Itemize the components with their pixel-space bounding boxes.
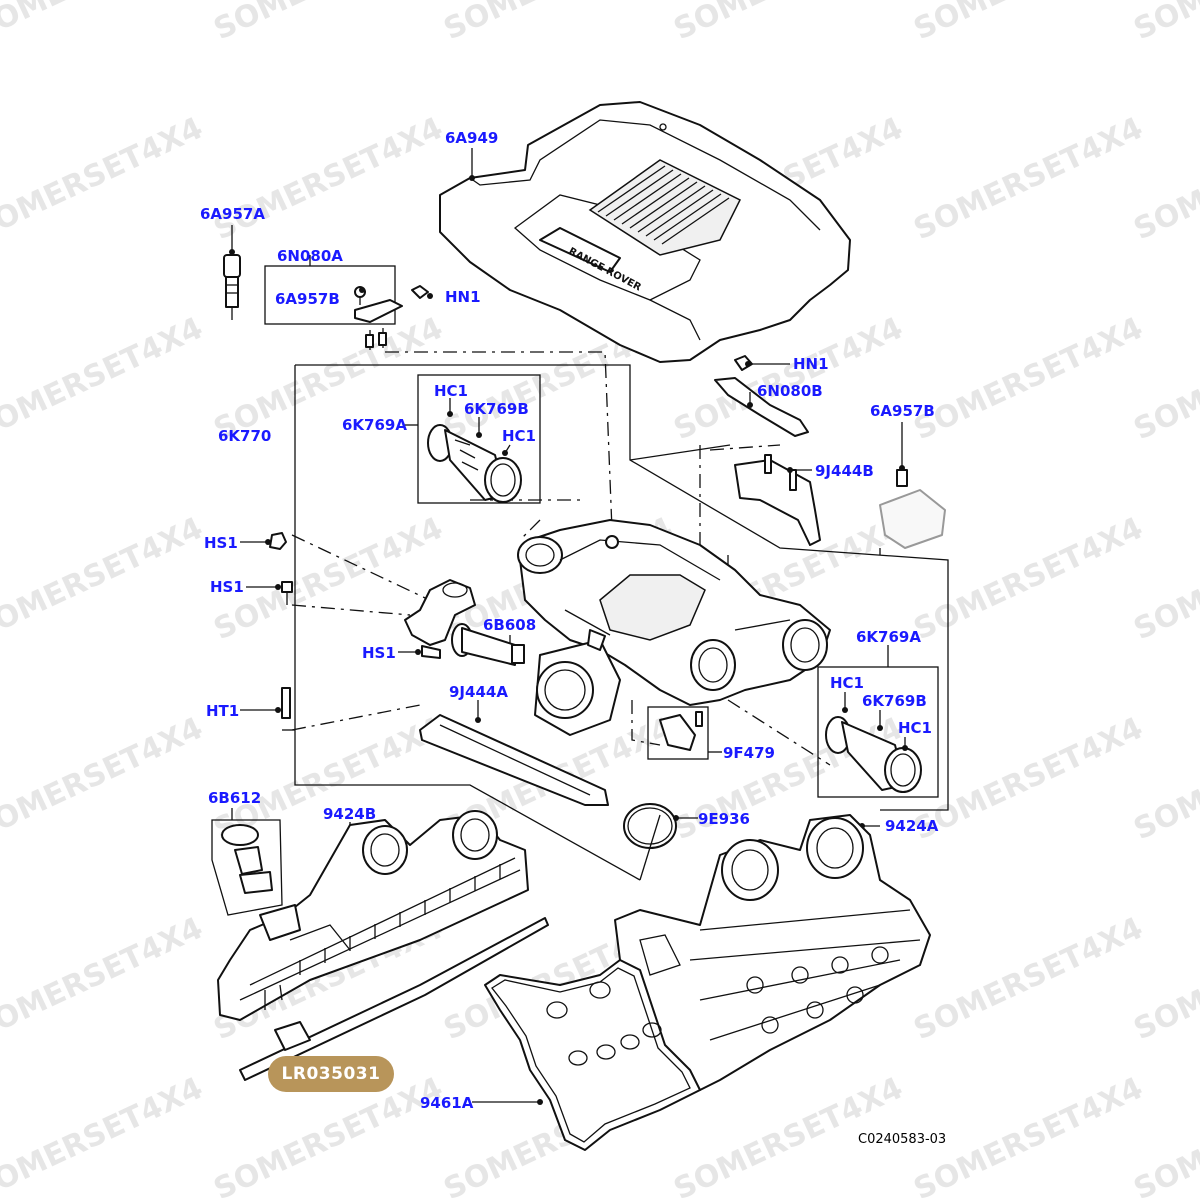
- label-hn1-top[interactable]: HN1: [445, 288, 481, 306]
- gasket-strip-left[interactable]: [239, 917, 549, 1081]
- diagram-reference: C0240583-03: [858, 1132, 946, 1147]
- cap-6b612[interactable]: [211, 808, 283, 916]
- intake-manifold-boundary: [282, 351, 949, 881]
- label-hs1-a[interactable]: HS1: [204, 534, 238, 552]
- label-6b608[interactable]: 6B608: [483, 616, 536, 634]
- hose-group-right[interactable]: [817, 645, 939, 798]
- watermark-text: SOMERSET4X4: [0, 911, 208, 1048]
- stud-6a957b-right[interactable]: [879, 422, 946, 549]
- watermark-text: SOMERSET4X4: [909, 911, 1149, 1048]
- clip-hn1-right[interactable]: [734, 355, 790, 371]
- label-9461a[interactable]: 9461A: [420, 1094, 474, 1112]
- label-6a949[interactable]: 6A949: [445, 129, 498, 147]
- label-hn1-right[interactable]: HN1: [793, 355, 829, 373]
- watermark-text: SOMERSET4X4: [909, 111, 1149, 248]
- label-hs1-c[interactable]: HS1: [362, 644, 396, 662]
- gasket-9461a[interactable]: [472, 959, 701, 1151]
- watermark-text: SOMERSET4X4: [209, 111, 449, 248]
- bolt-hs1-a[interactable]: [240, 532, 287, 550]
- leader-lines: [469, 148, 731, 881]
- label-9f479[interactable]: 9F479: [723, 744, 775, 762]
- label-6k770[interactable]: 6K770: [218, 427, 271, 445]
- bolt-hs1-b[interactable]: [246, 581, 293, 605]
- watermark-text: SOMERSET4X4: [909, 311, 1149, 448]
- label-6b612[interactable]: 6B612: [208, 789, 261, 807]
- label-6k769a-right[interactable]: 6K769A: [856, 628, 921, 646]
- engine-cover[interactable]: RANGE ROVER: [439, 101, 851, 363]
- label-9e936[interactable]: 9E936: [698, 810, 750, 828]
- label-ht1[interactable]: HT1: [206, 702, 239, 720]
- label-6n080b[interactable]: 6N080B: [757, 382, 823, 400]
- sensor-6b608[interactable]: [451, 623, 525, 666]
- watermark-text: SOMERSET4X4: [0, 511, 208, 648]
- label-hc1-b[interactable]: HC1: [502, 427, 536, 445]
- watermark-text: SOMERSET4X4: [0, 1071, 208, 1200]
- label-6k769b-left[interactable]: 6K769B: [464, 400, 529, 418]
- elbow-pipe[interactable]: [404, 579, 476, 646]
- gasket-9j444a[interactable]: [419, 700, 609, 806]
- label-6k769a-left[interactable]: 6K769A: [342, 416, 407, 434]
- watermark-text: SOMERSET4X4: [0, 0, 208, 47]
- watermark-text: SOMERSET4X4: [209, 0, 449, 47]
- label-hc1-d[interactable]: HC1: [898, 719, 932, 737]
- lower-manifold-9424b[interactable]: [217, 810, 529, 1021]
- seal-9e936[interactable]: [623, 803, 698, 849]
- watermark-text: SOMERSET4X4: [0, 111, 208, 248]
- watermark-text: SOMERSET4X4: [0, 711, 208, 848]
- part-labels: 6A949 6A957A 6N080A 6A957B HN1 HN1 6N080…: [200, 129, 946, 1147]
- stud-ht1[interactable]: [240, 687, 291, 719]
- bracket-6n080a-group[interactable]: [264, 255, 433, 350]
- sensor-9f479-group[interactable]: [647, 706, 722, 760]
- label-9424b[interactable]: 9424B: [323, 805, 376, 823]
- watermark-text: SOMERSET4X4: [0, 311, 208, 448]
- label-9424a[interactable]: 9424A: [885, 817, 939, 835]
- label-6k769b-right[interactable]: 6K769B: [862, 692, 927, 710]
- label-9j444b[interactable]: 9J444B: [815, 462, 874, 480]
- watermark-text: SOMERSET4X4: [439, 0, 679, 47]
- lower-manifold-9424a[interactable]: [614, 814, 931, 1091]
- label-6a957b-left[interactable]: 6A957B: [275, 290, 340, 308]
- watermark-text: SOMERSET4X4: [1129, 0, 1200, 47]
- label-9j444a[interactable]: 9J444A: [449, 683, 508, 701]
- watermark-text: SOMERSET4X4: [669, 0, 909, 47]
- bracket-6n080b[interactable]: [714, 377, 809, 437]
- hose-group-left[interactable]: [404, 374, 541, 504]
- part-number-badge[interactable]: LR035031: [268, 1056, 394, 1092]
- stud-6a957a[interactable]: [223, 225, 241, 320]
- label-hs1-b[interactable]: HS1: [210, 578, 244, 596]
- upper-intake-manifold[interactable]: [517, 519, 831, 736]
- watermark-text: SOMERSET4X4: [909, 711, 1149, 848]
- label-hc1-a[interactable]: HC1: [434, 382, 468, 400]
- watermark-text: SOMERSET4X4: [909, 0, 1149, 47]
- watermark-text: SOMERSET4X4: [909, 511, 1149, 648]
- label-hc1-c[interactable]: HC1: [830, 674, 864, 692]
- label-6a957a[interactable]: 6A957A: [200, 205, 265, 223]
- bolt-hs1-c[interactable]: [398, 645, 441, 659]
- label-6a957b-right[interactable]: 6A957B: [870, 402, 935, 420]
- bracket-9j444b[interactable]: [734, 454, 821, 546]
- label-6n080a[interactable]: 6N080A: [277, 247, 343, 265]
